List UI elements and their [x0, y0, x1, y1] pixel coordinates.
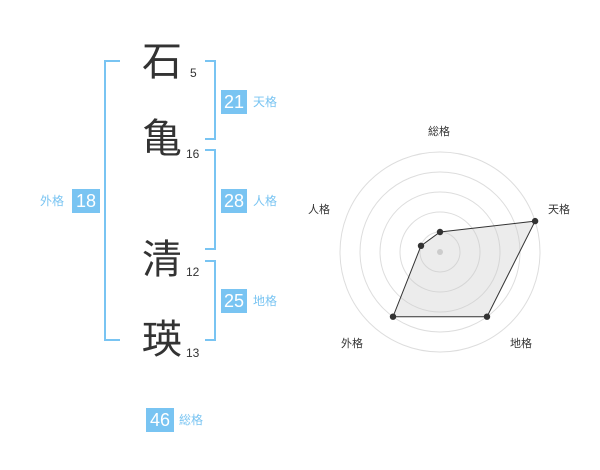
name-char-4: 瑛: [142, 317, 182, 363]
radar-point-1: [531, 217, 539, 225]
jinkaku-value: 28: [221, 189, 247, 213]
gaikaku-value: 18: [72, 189, 100, 213]
stroke-count-4: 13: [186, 346, 200, 360]
radar-point-0: [436, 228, 444, 236]
soukaku-value: 46: [146, 408, 174, 432]
jinkaku-label: 人格: [253, 194, 278, 208]
tenkaku-bracket: [205, 60, 216, 140]
radar-ring: [379, 191, 501, 313]
radar-point-2: [483, 313, 491, 320]
name-char-2: 亀: [142, 116, 182, 162]
chikaku-label: 地格: [253, 294, 278, 308]
radar-label-chikaku: 地格: [510, 337, 532, 350]
radar-point-4: [417, 242, 425, 249]
radar-label-jinkaku: 人格: [308, 203, 330, 216]
radar-area: [392, 220, 536, 318]
gaikaku-bracket: [104, 60, 120, 341]
radar-label-soukaku: 総格: [428, 125, 450, 138]
stroke-count-1: 5: [190, 66, 197, 80]
name-char-1: 石: [142, 39, 182, 85]
radar-ring: [399, 211, 481, 293]
radar-ring: [339, 151, 541, 353]
stroke-count-2: 16: [186, 147, 200, 161]
radar-center: [437, 249, 443, 255]
radar-label-tenkaku: 天格: [548, 203, 570, 216]
tenkaku-label: 天格: [253, 95, 278, 109]
radar-point-3: [389, 313, 397, 320]
soukaku-label: 総格: [179, 413, 204, 427]
stroke-count-3: 12: [186, 265, 200, 279]
jinkaku-bracket: [205, 149, 216, 250]
tenkaku-value: 21: [221, 90, 247, 114]
name-char-3: 清: [142, 237, 182, 283]
gaikaku-label: 外格: [40, 194, 65, 208]
chikaku-value: 25: [221, 289, 247, 313]
radar-label-gaikaku: 外格: [341, 337, 363, 350]
chikaku-bracket: [205, 260, 216, 341]
